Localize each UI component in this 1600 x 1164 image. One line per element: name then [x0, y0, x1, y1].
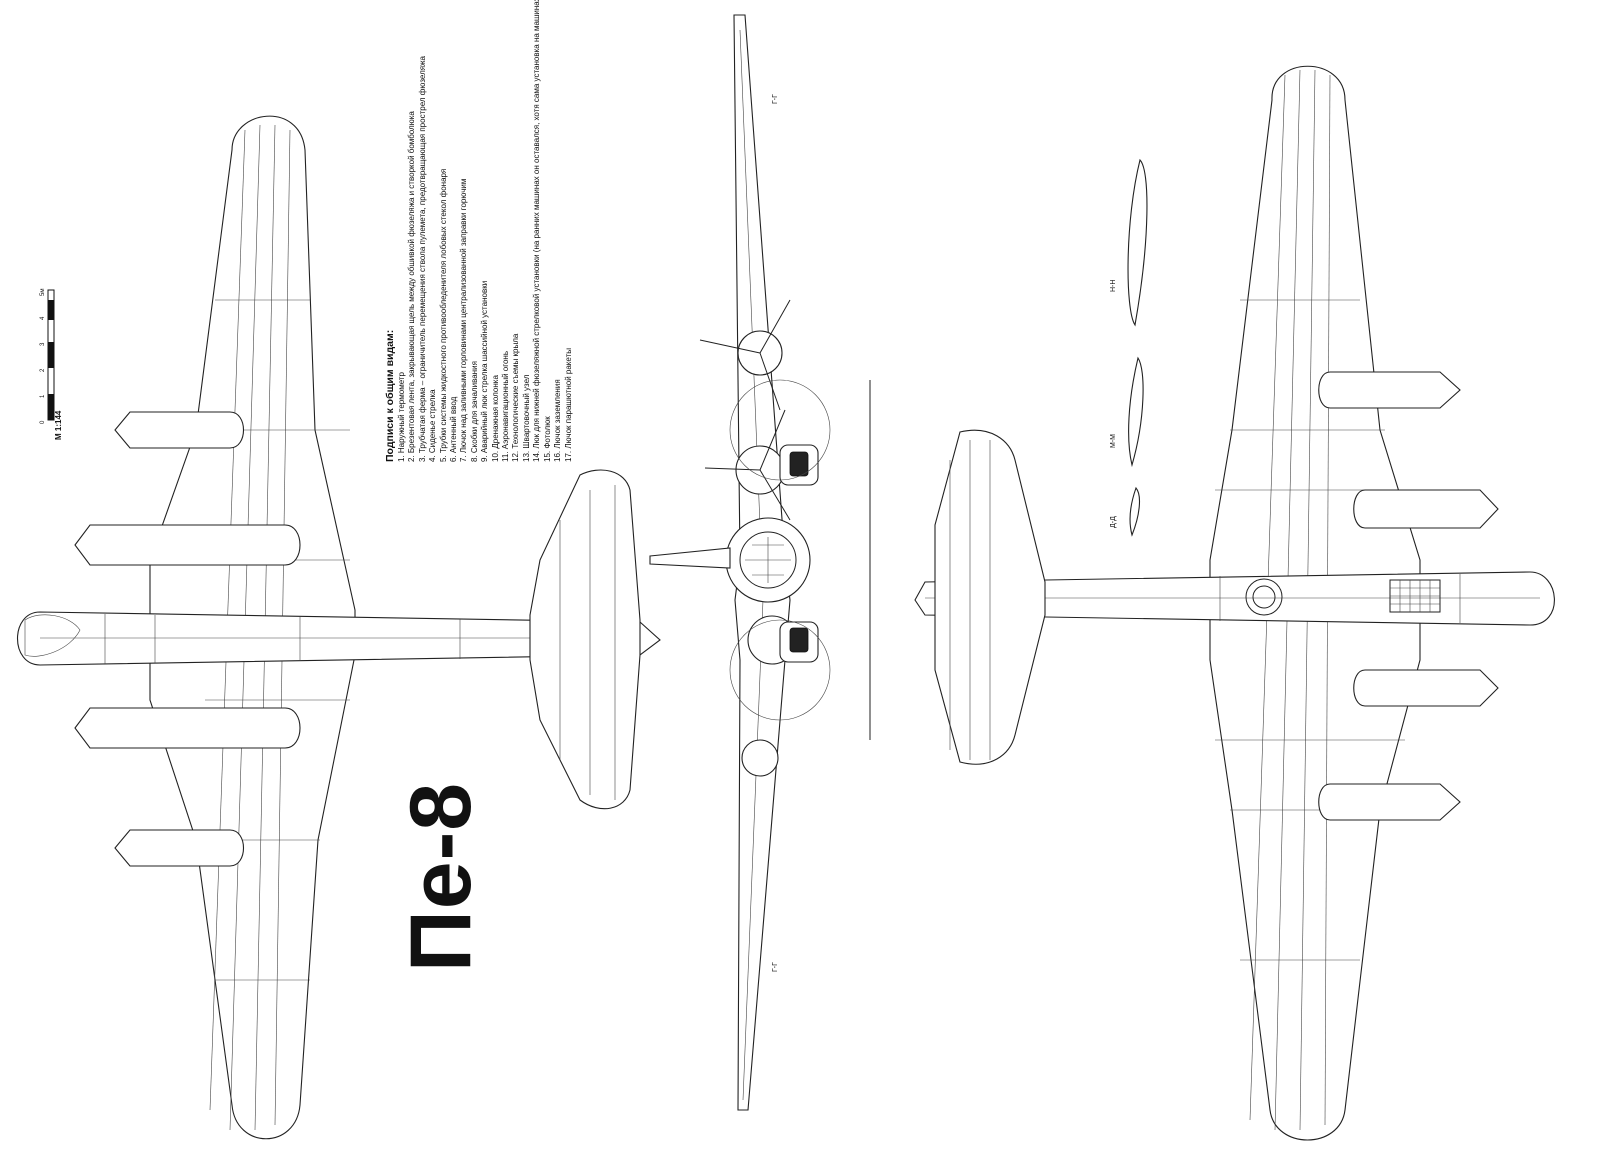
plan-view-top: [17, 115, 661, 1140]
caption-item: 13. Швартовочный узел: [521, 374, 531, 462]
caption-item: 4. Сиденье стрелка: [428, 389, 438, 462]
scale-tick: 3: [40, 342, 46, 346]
section-label-g-top: Г-Г: [772, 94, 779, 104]
plan-view-bottom: [914, 65, 1555, 1141]
caption-item: 17. Лючок парашютной ракеты: [563, 348, 573, 462]
caption-item: 15. Фотолюк: [542, 416, 552, 462]
captions-heading: Подписи к общим видам:: [384, 329, 396, 462]
scale-tick: 4: [40, 316, 46, 320]
section-label-d: Д-Д: [1110, 516, 1117, 528]
section-label-m: М-М: [1110, 434, 1117, 448]
caption-item: 11. Аэронавигационный огонь: [501, 350, 511, 462]
caption-item: 10. Дренажная колонка: [490, 375, 500, 462]
captions-list: 1. Наружный термометр 2. Брезентовая лен…: [397, 0, 574, 462]
scale-bar: [47, 289, 55, 421]
section-label-g-bottom: Г-Г: [772, 962, 779, 972]
caption-item: 2. Брезентовая лента, закрывающая щель м…: [407, 111, 417, 462]
caption-item: 3. Трубчатая ферма – ограничитель переме…: [417, 56, 427, 462]
caption-item: 5. Трубки системы жидкостного противообл…: [438, 168, 448, 462]
caption-item: 7. Лючок над заливными горловинами центр…: [459, 178, 469, 462]
caption-item: 8. Скобки для зачаливания: [469, 361, 479, 462]
scale-tick: 1: [40, 394, 46, 398]
caption-item: 1. Наружный термометр: [397, 372, 406, 462]
caption-item: 12. Технологические съемы крыла: [511, 333, 521, 462]
caption-item: 9. Аварийный люк стрелка шассийной устан…: [480, 280, 490, 462]
aircraft-title: Пе-8: [393, 781, 489, 972]
caption-item: 6. Антенный ввод: [449, 396, 459, 462]
caption-item: 16. Лючок заземления: [553, 379, 563, 462]
scale-label: М 1:144: [54, 410, 63, 440]
scale-tick: 5м: [40, 288, 46, 296]
front-view: [649, 14, 871, 1111]
scale-tick: 2: [40, 368, 46, 372]
captions-legend: Подписи к общим видам: 1. Наружный термо…: [384, 0, 574, 462]
section-label-h: Н-Н: [1110, 279, 1117, 292]
caption-item: 14. Люк для нижней фюзеляжной стрелковой…: [532, 0, 542, 462]
scale-tick: 0: [40, 420, 46, 424]
